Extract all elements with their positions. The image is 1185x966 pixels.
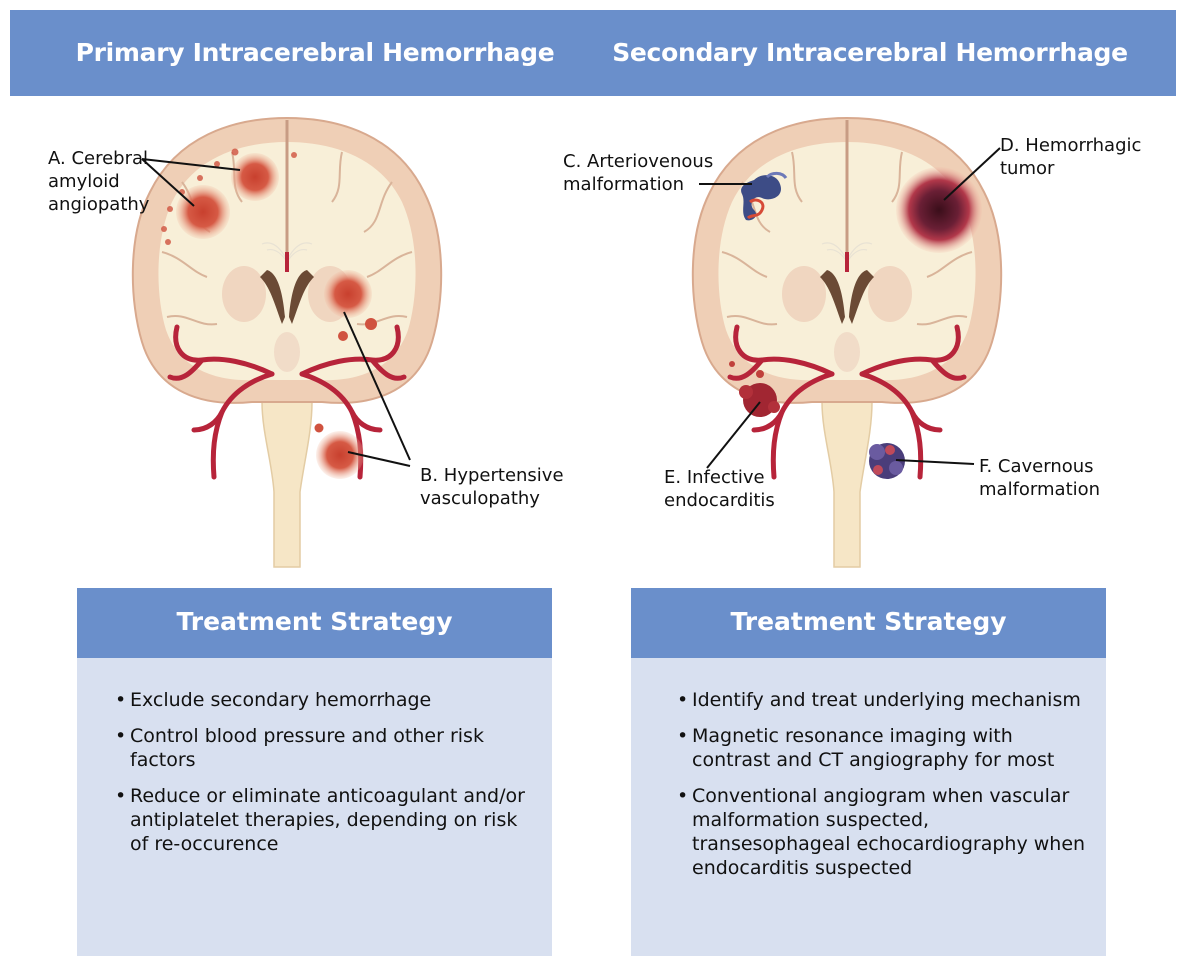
arteriovenous-malformation [741, 171, 788, 221]
primary-treatment-title: Treatment Strategy [77, 588, 552, 658]
list-item: Magnetic resonance imaging with contrast… [677, 724, 1086, 772]
primary-ich-title: Primary Intracerebral Hemorrhage [75, 38, 555, 67]
infective-endocarditis-lesion [729, 361, 780, 417]
primary-treatment-list: Exclude secondary hemorrhage Control blo… [77, 658, 552, 856]
label-cerebral-amyloid-angiopathy: A. Cerebral amyloid angiopathy [48, 148, 150, 215]
cavernous-malformation [869, 443, 905, 479]
secondary-treatment-title: Treatment Strategy [631, 588, 1106, 658]
label-arteriovenous-malformation: C. Arteriovenous malformation [563, 151, 714, 195]
list-item: Exclude secondary hemorrhage [115, 688, 532, 712]
label-infective-endocarditis: E. Infective endocarditis [664, 467, 775, 511]
hemorrhagic-tumor [896, 167, 982, 253]
label-cavernous-malformation: F. Cavernous malformation [979, 456, 1101, 500]
list-item: Identify and treat underlying mechanism [677, 688, 1086, 712]
primary-brain-illustration [122, 112, 452, 572]
lobar-hemorrhage-1 [231, 153, 279, 201]
secondary-treatment-panel: Treatment Strategy Identify and treat un… [631, 588, 1106, 956]
deep-hemorrhage [324, 270, 372, 318]
label-hemorrhagic-tumor: D. Hemorrhagic tumor [1000, 135, 1142, 179]
list-item: Conventional angiogram when vascular mal… [677, 784, 1086, 880]
header-bar [10, 10, 1176, 96]
secondary-treatment-list: Identify and treat underlying mechanism … [631, 658, 1106, 880]
list-item: Reduce or eliminate anticoagulant and/or… [115, 784, 532, 856]
brainstem-hemorrhage [316, 431, 364, 479]
label-hypertensive-vasculopathy: B. Hypertensive vasculopathy [420, 465, 564, 509]
lobar-hemorrhage-2 [176, 185, 230, 239]
secondary-ich-title: Secondary Intracerebral Hemorrhage [612, 38, 1128, 67]
list-item: Control blood pressure and other risk fa… [115, 724, 532, 772]
primary-treatment-panel: Treatment Strategy Exclude secondary hem… [77, 588, 552, 956]
secondary-brain-illustration [682, 112, 1012, 572]
